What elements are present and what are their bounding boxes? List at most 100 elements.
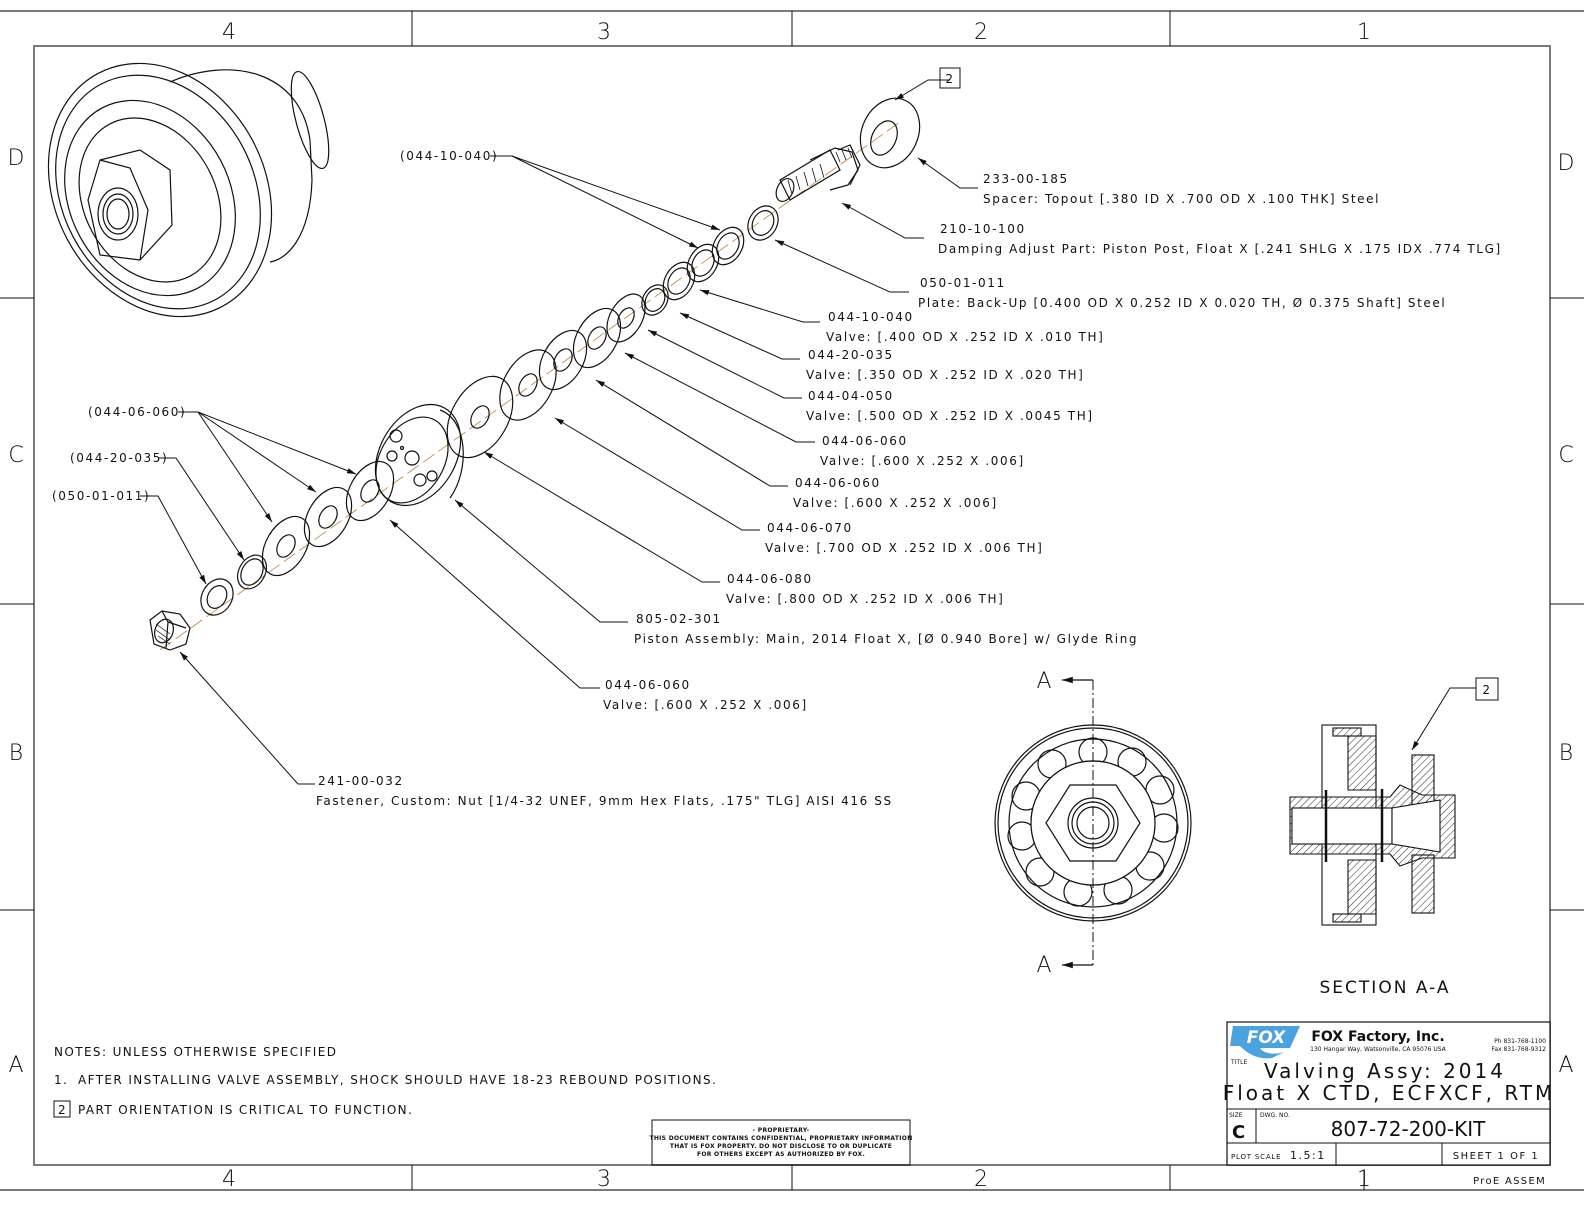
part-shim-044-06-060-a [572,307,622,369]
callout-desc: Valve: [.600 X .252 X .006] [793,496,998,510]
plot-scale-value: 1.5:1 [1290,1149,1326,1162]
company-phone: Ph 831-768-1100 [1494,1038,1546,1045]
callout-part-no: 044-20-035 [808,348,894,362]
sheet-size: C [1232,1122,1245,1143]
drawing-number: 807-72-200-KIT [1331,1117,1486,1141]
svg-text:FOR OTHERS EXCEPT AS AUTHORIZE: FOR OTHERS EXCEPT AS AUTHORIZED BY FOX. [697,1151,865,1158]
ref-callout: (044-20-035) [70,451,168,465]
ref-callout: (044-06-060) [88,405,186,419]
zone-col-4-bottom: 4 [222,1167,236,1192]
svg-text:2: 2 [945,72,954,86]
zone-col-1-top: 1 [1357,20,1371,45]
cad-software: ProE ASSEM [1473,1176,1546,1187]
callout-part-no: 044-06-070 [767,521,853,535]
zone-row-b-left: B [9,741,23,766]
zone-row-b-right: B [1559,741,1573,766]
callout-desc: Damping Adjust Part: Piston Post, Float … [938,242,1502,256]
zone-col-3-top: 3 [597,20,611,45]
callout-desc: Valve: [.400 OD X .252 ID X .010 TH] [826,330,1104,344]
zone-labels: 4 3 2 1 4 3 2 1 D C B A D C B A [8,20,1575,1192]
part-piston-assembly [374,403,464,507]
zone-row-d-left: D [8,146,25,171]
part-shim-small [641,284,669,316]
svg-text:- PROPRIETARY-: - PROPRIETARY- [753,1127,810,1134]
part-shim-044-20-035 [662,261,696,301]
sheet-count: SHEET 1 OF 1 [1453,1151,1540,1162]
note-2-marker: 2 [58,1103,67,1117]
callout-desc: Valve: [.800 OD X .252 ID X .006 TH] [726,592,1004,606]
fox-logo: FOX [1230,1026,1300,1059]
proprietary-notice: - PROPRIETARY- THIS DOCUMENT CONTAINS CO… [649,1119,912,1166]
callout-part-no: 805-02-301 [636,612,722,626]
callout-desc: Plate: Back-Up [0.400 OD X 0.252 ID X 0.… [918,296,1446,310]
callout-part-no: 044-06-080 [727,572,813,586]
callout-desc: Valve: [.600 X .252 X .006] [820,454,1025,468]
part-shim-044-06-060-d [303,486,353,548]
callout-desc: Fastener, Custom: Nut [1/4-32 UNEF, 9mm … [316,794,893,808]
callout-desc: Valve: [.600 X .252 X .006] [603,698,808,712]
part-shim-044-06-060-e [261,515,311,577]
ref-callout: (044-10-040) [400,149,498,163]
flag-note-spacer: 2 [939,67,961,89]
part-shim-044-06-070 [499,349,557,421]
zone-row-c-left: C [8,443,23,468]
zone-row-d-right: D [1558,151,1575,176]
part-shim-044-10-040-b [686,243,720,283]
zone-row-a-left: A [8,1053,23,1078]
note-1-marker: 1. [54,1073,68,1087]
end-view [994,676,1192,969]
callout-labels: 233-00-185 Spacer: Topout [.380 ID X .70… [52,149,1502,808]
part-shim-044-06-080 [446,375,514,459]
drawing-title-line-2: Float X CTD, ECFXCF, RTM [1223,1081,1556,1105]
part-backup-plate-b [200,578,234,616]
callout-desc: Valve: [.500 OD X .252 ID X .0045 TH] [806,409,1094,423]
plot-scale-label: PLOT SCALE [1231,1153,1281,1161]
zone-col-2-top: 2 [974,20,988,45]
svg-text:2: 2 [1482,683,1491,697]
section-title: SECTION A-A [1320,978,1451,998]
svg-text:THIS DOCUMENT CONTAINS CONFIDE: THIS DOCUMENT CONTAINS CONFIDENTIAL, PRO… [649,1135,912,1142]
flag-note-section: 2 [1411,677,1499,751]
callout-part-no: 233-00-185 [983,172,1069,186]
callout-desc: Spacer: Topout [.380 ID X .700 OD X .100… [983,192,1380,206]
size-label: SIZE [1229,1112,1243,1119]
callout-part-no: 210-10-100 [940,222,1026,236]
callout-part-no: 044-10-040 [828,310,914,324]
zone-col-4-top: 4 [222,20,236,45]
callout-part-no: 044-06-060 [795,476,881,490]
part-piston-post [775,144,861,202]
part-backup-plate [747,205,779,241]
callout-desc: Valve: [.700 OD X .252 ID X .006 TH] [765,541,1043,555]
part-shim-044-06-060-b [538,329,588,391]
isometric-assembly-view [47,62,330,318]
company-address: 130 Hangar Way, Watsonville, CA 95076 US… [1310,1046,1447,1053]
title-block: FOX FOX Factory, Inc. 130 Hangar Way, Wa… [1223,1021,1556,1190]
callout-part-no: 044-06-060 [605,678,691,692]
callout-part-no: 044-04-050 [808,389,894,403]
part-nut [149,610,191,651]
zone-row-a-right: A [1558,1053,1573,1078]
section-a-a-view [1289,724,1456,926]
title-label: TITLE [1230,1059,1247,1066]
callout-part-no: 050-01-011 [920,276,1006,290]
exploded-view [149,97,921,651]
drawing-title-line-1: Valving Assy: 2014 [1264,1059,1506,1083]
notes-block: NOTES: UNLESS OTHERWISE SPECIFIED 1. AFT… [53,1045,716,1118]
zone-col-2-bottom: 2 [974,1167,988,1192]
notes-heading: NOTES: UNLESS OTHERWISE SPECIFIED [54,1045,337,1059]
svg-text:THAT IS FOX PROPERTY. DO NOT: THAT IS FOX PROPERTY. DO NOT DISCLOSE TO… [670,1143,892,1150]
zone-row-c-right: C [1558,443,1573,468]
note-2-text: PART ORIENTATION IS CRITICAL TO FUNCTION… [78,1103,413,1117]
company-fax: Fax 831-768-9312 [1491,1046,1546,1053]
callout-part-no: 241-00-032 [318,774,404,788]
dwg-no-label: DWG. NO. [1260,1112,1290,1119]
svg-text:FOX: FOX [1247,1028,1286,1048]
callout-desc: Valve: [.350 OD X .252 ID X .020 TH] [806,368,1084,382]
part-spacer-topout [859,97,921,169]
section-cut-label-top: A [1036,669,1051,694]
part-shim-044-06-060-c [345,460,395,522]
callout-part-no: 044-06-060 [822,434,908,448]
part-shim-044-20-035-b [236,554,268,590]
company-name: FOX Factory, Inc. [1311,1029,1444,1045]
